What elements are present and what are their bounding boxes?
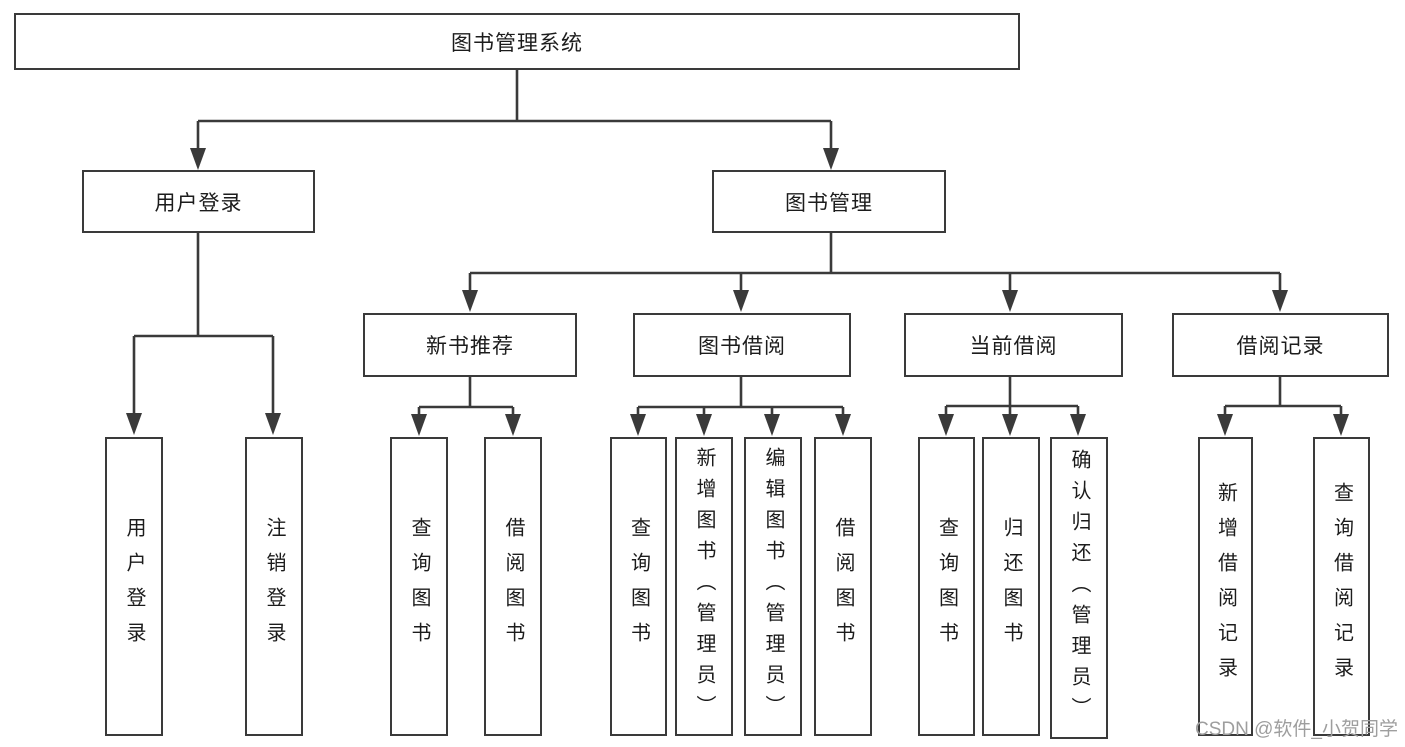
leaf-query-borrow-record-label: 查询借阅记录 <box>1330 481 1353 692</box>
leaf-edit-book-admin-label: 编辑图书（管理员） <box>762 447 784 726</box>
node-new-book-recommend-label: 新书推荐 <box>426 335 514 358</box>
node-borrow-records-label: 借阅记录 <box>1236 335 1325 358</box>
leaf-add-book-admin: 新增图书（管理员） <box>675 437 733 736</box>
leaf-confirm-return-admin-label: 确认归还（管理员） <box>1068 448 1090 728</box>
leaf-query-books-recommend: 查询图书 <box>390 437 448 736</box>
arrowhead <box>190 148 206 170</box>
leaf-query-books-borrow-label: 查询图书 <box>627 516 650 657</box>
arrowhead <box>126 413 142 435</box>
leaf-logout: 注销登录 <box>245 437 303 736</box>
arrowhead <box>764 414 780 436</box>
node-book-management: 图书管理 <box>712 170 946 233</box>
leaf-borrow-books: 借阅图书 <box>814 437 872 736</box>
edge-borrow-records-to-leaves <box>1217 377 1349 436</box>
leaf-query-borrow-record: 查询借阅记录 <box>1313 437 1370 736</box>
edge-book-management-to-level3 <box>462 233 1288 312</box>
leaf-borrow-books-recommend-label: 借阅图书 <box>502 516 524 657</box>
leaf-return-book-label: 归还图书 <box>1000 516 1022 657</box>
node-book-borrow-label: 图书借阅 <box>698 335 786 358</box>
leaf-add-book-admin-label: 新增图书（管理员） <box>693 447 715 726</box>
arrowhead <box>1002 290 1018 312</box>
edge-user-login-to-leaves <box>126 233 281 435</box>
arrowhead <box>462 290 478 312</box>
node-library-system-label: 图书管理系统 <box>451 31 583 55</box>
arrowhead <box>938 414 954 436</box>
arrowhead <box>630 414 646 436</box>
node-library-system: 图书管理系统 <box>14 13 1020 70</box>
arrowhead <box>411 414 427 436</box>
arrowhead <box>265 413 281 435</box>
leaf-logout-label: 注销登录 <box>263 516 285 657</box>
node-user-login: 用户登录 <box>82 170 315 233</box>
node-borrow-records: 借阅记录 <box>1172 313 1389 377</box>
leaf-borrow-books-label: 借阅图书 <box>832 516 854 657</box>
csdn-watermark: CSDN @软件_小贺同学 <box>1195 719 1398 740</box>
arrowhead <box>696 414 712 436</box>
arrowhead <box>1002 414 1018 436</box>
leaf-add-borrow-record: 新增借阅记录 <box>1198 437 1253 736</box>
arrowhead <box>505 414 521 436</box>
node-new-book-recommend: 新书推荐 <box>363 313 577 377</box>
node-current-borrow-label: 当前借阅 <box>969 335 1058 358</box>
leaf-query-books-borrow: 查询图书 <box>610 437 667 736</box>
arrowhead <box>1333 414 1349 436</box>
node-current-borrow: 当前借阅 <box>904 313 1123 377</box>
leaf-confirm-return-admin: 确认归还（管理员） <box>1050 437 1108 739</box>
leaf-return-book: 归还图书 <box>982 437 1040 736</box>
arrowhead <box>835 414 851 436</box>
node-book-borrow: 图书借阅 <box>633 313 851 377</box>
leaf-user-login-label: 用户登录 <box>123 516 145 657</box>
leaf-user-login: 用户登录 <box>105 437 163 736</box>
arrowhead <box>1070 414 1086 436</box>
leaf-borrow-books-recommend: 借阅图书 <box>484 437 542 736</box>
leaf-add-borrow-record-label: 新增借阅记录 <box>1214 481 1237 692</box>
edge-current-borrow-to-leaves <box>938 377 1086 436</box>
leaf-query-books-recommend-label: 查询图书 <box>408 516 430 657</box>
edge-book-borrow-to-leaves <box>630 377 851 436</box>
arrowhead <box>733 290 749 312</box>
arrowhead <box>1217 414 1233 436</box>
arrowhead <box>823 148 839 170</box>
node-user-login-label: 用户登录 <box>154 191 243 215</box>
leaf-query-books-current: 查询图书 <box>918 437 975 736</box>
edge-new-book-to-leaves <box>411 377 521 436</box>
leaf-edit-book-admin: 编辑图书（管理员） <box>744 437 802 736</box>
edge-root-to-level2 <box>190 69 839 170</box>
node-book-management-label: 图书管理 <box>785 191 873 215</box>
leaf-query-books-current-label: 查询图书 <box>935 516 958 657</box>
arrowhead <box>1272 290 1288 312</box>
